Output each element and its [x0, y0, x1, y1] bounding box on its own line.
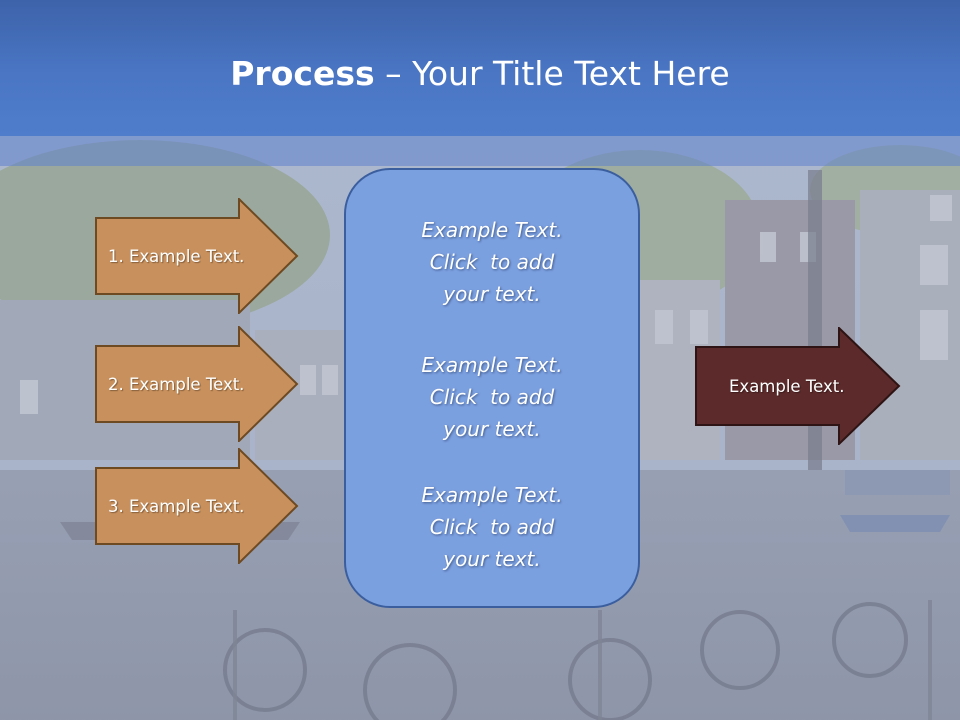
center-text-block-1[interactable]: Example Text. Click to add your text.	[346, 214, 638, 310]
title-banner-strip	[0, 136, 960, 166]
slide-title[interactable]: Process – Your Title Text Here	[0, 52, 960, 96]
step-3-arrow[interactable]: 3. Example Text.	[95, 448, 299, 564]
arrow-shape-icon	[95, 198, 299, 314]
step-1-arrow[interactable]: 1. Example Text.	[95, 198, 299, 314]
center-text-block-2[interactable]: Example Text. Click to add your text.	[346, 349, 638, 445]
step-2-arrow[interactable]: 2. Example Text.	[95, 326, 299, 442]
center-text-line: your text.	[443, 282, 541, 306]
center-text-line: Click to add	[429, 515, 555, 539]
result-arrow[interactable]: Example Text.	[695, 327, 901, 445]
center-text-line: your text.	[443, 417, 541, 441]
center-text-line: Example Text.	[421, 483, 563, 507]
center-text-line: Click to add	[429, 385, 555, 409]
center-text-panel[interactable]: Example Text. Click to add your text. Ex…	[344, 168, 640, 608]
center-text-line: your text.	[443, 547, 541, 571]
arrow-shape-icon	[695, 327, 901, 445]
step-2-label: 2. Example Text.	[108, 374, 245, 394]
center-text-line: Example Text.	[421, 218, 563, 242]
title-rest-text: – Your Title Text Here	[374, 54, 730, 93]
center-text-line: Example Text.	[421, 353, 563, 377]
arrow-shape-icon	[95, 326, 299, 442]
arrow-shape-icon	[95, 448, 299, 564]
center-text-line: Click to add	[429, 250, 555, 274]
center-text-block-3[interactable]: Example Text. Click to add your text.	[346, 479, 638, 575]
title-banner	[0, 0, 960, 136]
result-label: Example Text.	[729, 376, 845, 396]
step-3-label: 3. Example Text.	[108, 496, 245, 516]
step-1-label: 1. Example Text.	[108, 246, 245, 266]
title-bold-text: Process	[230, 54, 375, 93]
